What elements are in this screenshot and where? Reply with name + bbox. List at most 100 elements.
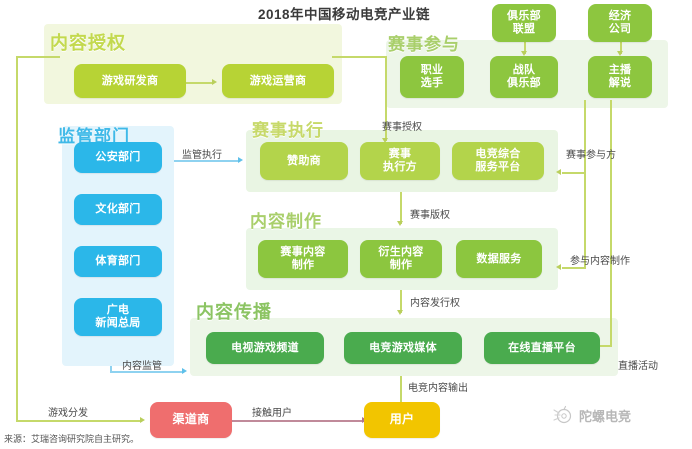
node-pro-player[interactable]: 职业 选手 (400, 56, 464, 98)
caption-game-distribution: 游戏分发 (48, 408, 88, 419)
page-title: 2018年中国移动电竞产业链 (258, 7, 431, 22)
node-label-line1: 主播 (608, 64, 632, 77)
node-data-service[interactable]: 数据服务 (456, 240, 542, 278)
node-live-streaming-platform[interactable]: 在线直播平台 (484, 332, 600, 364)
node-game-developer[interactable]: 游戏研发商 (74, 64, 186, 98)
connector-dev-left-out (16, 56, 60, 58)
arrow-agency-to-caster-icon (616, 51, 623, 56)
heading-content-production: 内容制作 (250, 212, 322, 231)
node-user[interactable]: 用户 (364, 402, 440, 438)
node-label: 赞助商 (287, 154, 321, 167)
node-label: 文化部门 (95, 203, 141, 216)
node-label: 游戏运营商 (249, 74, 307, 87)
connector-event-copyright-vert (400, 192, 402, 224)
node-label-line2: 解说 (608, 77, 632, 89)
heading-content-distribution: 内容传播 (196, 302, 272, 322)
caption-esports-output: 电竞内容输出 (408, 383, 468, 394)
connector-left-rail (16, 56, 18, 421)
heading-content-authorization: 内容授权 (50, 33, 126, 53)
node-game-operator[interactable]: 游戏运营商 (222, 64, 334, 98)
node-public-security[interactable]: 公安部门 (74, 142, 162, 173)
node-tv-game-channel[interactable]: 电视游戏频道 (206, 332, 324, 364)
heading-regulator: 监管部门 (58, 127, 130, 146)
node-sponsor[interactable]: 赞助商 (260, 142, 348, 180)
arrow-regulatory-exec-icon (238, 156, 243, 163)
node-label-line1: 赛事内容 (280, 246, 326, 259)
node-label-line2: 俱乐部 (507, 77, 541, 89)
node-label: 体育部门 (95, 255, 141, 268)
connector-join-content-prod (562, 267, 586, 269)
caption-live-activity: 直播活动 (618, 361, 658, 372)
connector-reach-user (232, 420, 364, 422)
caption-event-participants: 赛事参与方 (566, 150, 616, 161)
node-channel-provider[interactable]: 渠道商 (150, 402, 232, 438)
node-label-line1: 职业 (420, 64, 444, 77)
node-label: 游戏研发商 (101, 74, 159, 87)
node-event-operator[interactable]: 赛事 执行方 (360, 142, 440, 180)
connector-agency-to-caster (620, 42, 622, 54)
connector-event-participants (562, 172, 586, 174)
node-agency-company[interactable]: 经济 公司 (588, 4, 652, 42)
node-label-line2: 执行方 (383, 161, 417, 173)
connector-operator-right-out (332, 56, 386, 58)
arrow-event-copyright-icon (396, 221, 403, 226)
node-esports-media[interactable]: 电竞游戏媒体 (344, 332, 462, 364)
node-label-line1: 衍生内容 (378, 246, 424, 259)
node-label-line2: 选手 (420, 77, 444, 89)
node-label: 在线直播平台 (508, 341, 576, 354)
gyro-logo-icon (553, 405, 572, 424)
node-label-line2: 制作 (291, 259, 315, 271)
node-label: 用户 (389, 412, 415, 427)
watermark-label: 陀螺电竞 (579, 408, 632, 424)
connector-regulatory-exec (174, 160, 240, 162)
node-event-content-production[interactable]: 赛事内容 制作 (258, 240, 348, 278)
node-club-league[interactable]: 俱乐部 联盟 (492, 4, 556, 42)
node-esports-service-platform[interactable]: 电竞综合 服务平台 (452, 142, 544, 180)
node-label-line2: 公司 (608, 23, 632, 35)
connector-content-reg-vert (110, 366, 112, 372)
node-label-line2: 服务平台 (475, 161, 521, 173)
node-label-line2: 新闻总局 (95, 317, 141, 329)
caption-content-regulation: 内容监管 (122, 361, 162, 372)
caption-content-release: 内容发行权 (410, 298, 460, 309)
node-sports-dept[interactable]: 体育部门 (74, 246, 162, 277)
connector-live-activity (600, 345, 612, 347)
heading-event-execution: 赛事执行 (252, 121, 324, 140)
connector-league-to-team (524, 42, 526, 54)
arrow-dev-to-operator-icon (212, 78, 217, 85)
connector-content-regulation (110, 371, 184, 373)
connector-game-distribution (16, 420, 142, 422)
watermark: 陀螺电竞 (552, 405, 631, 425)
node-derivative-content-production[interactable]: 衍生内容 制作 (360, 240, 442, 278)
node-label: 电竞游戏媒体 (369, 341, 437, 354)
heading-event-participation: 赛事参与 (388, 35, 460, 54)
arrow-content-regulation-icon (182, 367, 187, 374)
node-label-line1: 经济 (608, 10, 632, 23)
caption-regulatory-exec: 监管执行 (182, 150, 222, 161)
node-label-line1: 俱乐部 (507, 10, 541, 23)
arrow-game-distribution-icon (140, 416, 145, 423)
connector-dev-to-operator (186, 82, 214, 84)
node-label: 电视游戏频道 (231, 341, 299, 354)
caption-reach-user: 接触用户 (252, 408, 292, 419)
node-sarft[interactable]: 广电 新闻总局 (74, 298, 162, 336)
connector-esports-output-vert (400, 376, 402, 410)
node-label-line2: 制作 (389, 259, 413, 271)
arrow-content-release-icon (396, 310, 403, 315)
node-culture-dept[interactable]: 文化部门 (74, 194, 162, 225)
connector-right-rail-outer (610, 100, 612, 345)
node-team-club[interactable]: 战队 俱乐部 (490, 56, 558, 98)
node-label: 数据服务 (476, 252, 522, 265)
node-label-line1: 赛事 (388, 148, 412, 161)
arrow-event-participants-icon (556, 168, 561, 175)
node-label: 渠道商 (172, 412, 210, 427)
connector-right-rail-inner (584, 100, 586, 268)
arrow-league-to-team-icon (520, 51, 527, 56)
caption-event-copyright: 赛事版权 (410, 210, 450, 221)
node-label-line1: 广电 (106, 304, 130, 317)
caption-event-auth: 赛事授权 (382, 122, 422, 133)
node-caster-commentator[interactable]: 主播 解说 (588, 56, 652, 98)
node-label-line2: 联盟 (512, 23, 536, 35)
node-label-line1: 战队 (512, 64, 536, 77)
